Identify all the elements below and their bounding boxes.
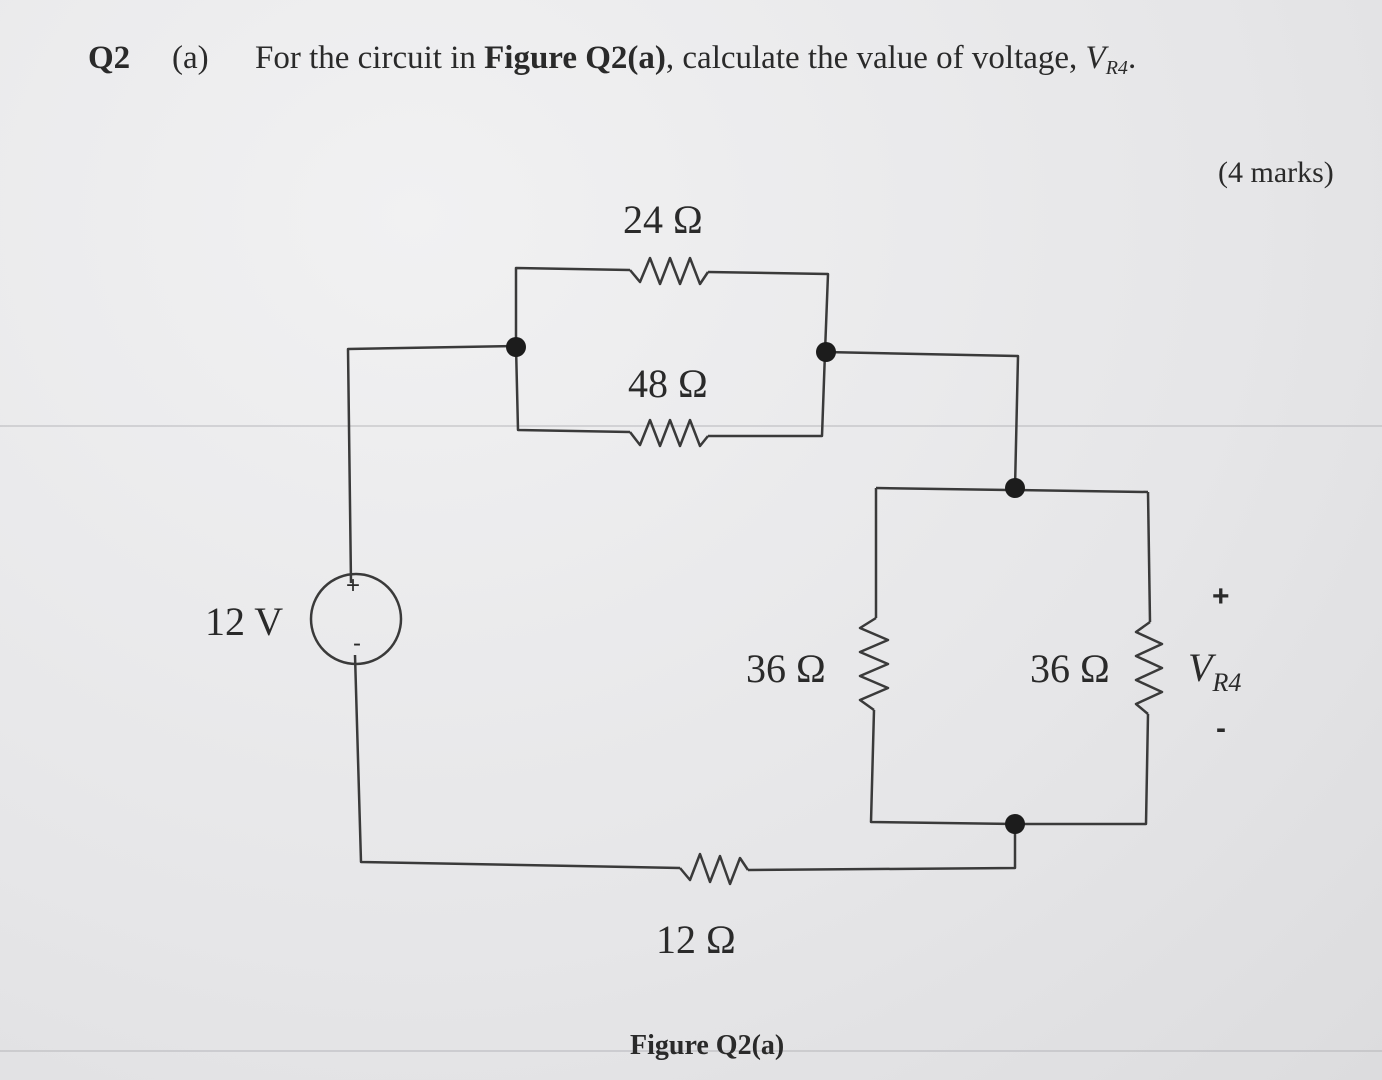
wire-r4-top [1146, 491, 1152, 623]
resistor-24-label: 24 Ω [623, 197, 703, 242]
wire-parallel-bottom-right [708, 351, 827, 438]
source-minus-sign: - [353, 630, 361, 657]
question-number: Q2 [88, 40, 131, 76]
resistor-48-zigzag [629, 418, 709, 448]
source-value-label: 12 V [205, 599, 284, 644]
junction-node [506, 337, 526, 357]
resistor-12-zigzag [679, 852, 750, 886]
question-part: (a) [172, 40, 209, 76]
junction-node [1005, 814, 1025, 834]
wire-r4-bottom [1015, 713, 1150, 826]
paper-fold-line [0, 1050, 1382, 1052]
wire-parallel-bottom-left [514, 345, 631, 434]
wire-bottom-right [747, 824, 1017, 872]
question-text-prefix: For the circuit in [255, 40, 476, 76]
figure-caption: Figure Q2(a) [630, 1030, 785, 1061]
resistor-r4-zigzag [1134, 620, 1164, 715]
resistor-48-label: 48 Ω [628, 361, 708, 406]
voltage-symbol: V [1085, 40, 1106, 76]
wire-parallel-left [514, 266, 631, 346]
resistor-36-left-label: 36 Ω [746, 646, 826, 691]
wire-left-bottom [353, 654, 681, 870]
source-plus-sign: + [346, 572, 361, 599]
junction-node [816, 342, 836, 362]
resistor-36-left-zigzag [858, 616, 890, 712]
question-text: For the circuit in Figure Q2(a), calcula… [255, 40, 1136, 80]
vr4-plus-sign: + [1212, 580, 1230, 613]
voltage-source-circle [309, 572, 403, 666]
resistor-24-zigzag [629, 256, 710, 286]
question-text-suffix: , calculate the value of voltage, [665, 40, 1078, 76]
wire-right-top [824, 350, 1020, 489]
figure-reference: Figure Q2(a) [484, 40, 666, 76]
question-end: . [1127, 40, 1137, 76]
marks-label: (4 marks) [1218, 156, 1334, 189]
vr4-minus-sign: - [1216, 712, 1226, 745]
wire-shunt-left-bottom [869, 709, 1016, 826]
wire-left-top [346, 344, 517, 584]
resistor-12-label: 12 Ω [656, 917, 736, 962]
junction-node [1005, 478, 1025, 498]
vr4-subscript: R4 [1212, 668, 1242, 697]
vr4-label: VR4 [1188, 644, 1241, 698]
voltage-subscript: R4 [1105, 57, 1128, 79]
resistor-r4-label: 36 Ω [1030, 646, 1110, 691]
wire-parallel-top-right [707, 270, 830, 353]
vr4-symbol: V [1188, 645, 1213, 690]
